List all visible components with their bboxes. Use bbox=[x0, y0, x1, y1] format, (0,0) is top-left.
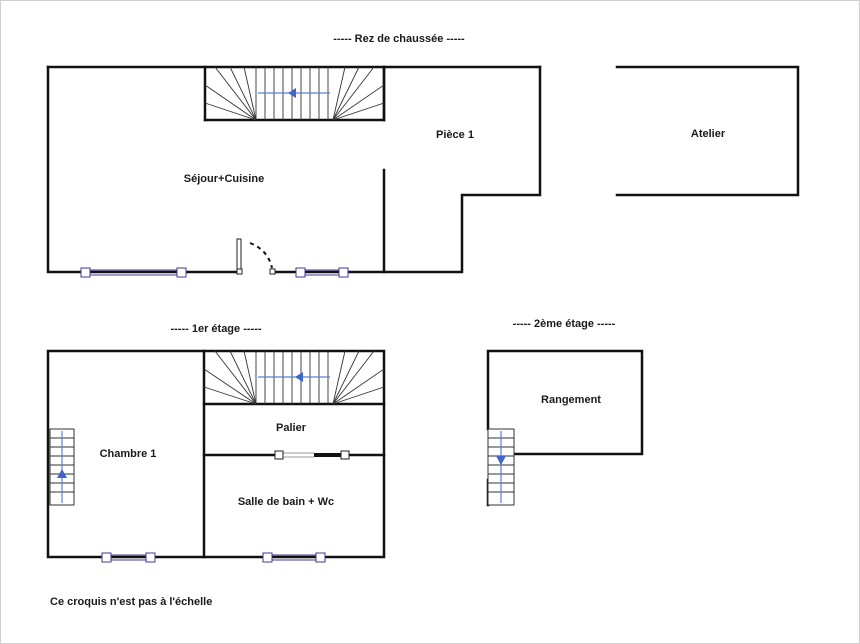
room-label-rangement: Rangement bbox=[541, 394, 601, 406]
ground-staircase bbox=[203, 65, 386, 122]
first-floor-title: ----- 1er étage ----- bbox=[170, 323, 261, 335]
second-staircase bbox=[487, 428, 515, 506]
second-floor-title: ----- 2ème étage ----- bbox=[513, 318, 616, 330]
ground-floor: Séjour+Cuisine Pièce 1 bbox=[46, 65, 542, 278]
room-label-chambre1: Chambre 1 bbox=[100, 448, 157, 460]
stair-arrow-icon bbox=[496, 456, 506, 465]
room-label-atelier: Atelier bbox=[691, 128, 726, 140]
first-staircase bbox=[203, 350, 385, 405]
room-label-piece1: Pièce 1 bbox=[436, 129, 474, 141]
first-floor: Chambre 1 Palier Salle de bain + Wc bbox=[46, 349, 386, 563]
second-floor: Rangement bbox=[486, 349, 644, 507]
chambre-staircase bbox=[49, 428, 75, 506]
room-label-palier: Palier bbox=[276, 422, 307, 434]
ground-floor-title: ----- Rez de chaussée ----- bbox=[333, 33, 465, 45]
first-window-right bbox=[262, 552, 326, 563]
ground-window-right bbox=[295, 267, 349, 278]
entrance-door bbox=[236, 238, 276, 275]
room-label-sdb: Salle de bain + Wc bbox=[238, 496, 334, 508]
ground-window-left bbox=[80, 267, 187, 278]
bathroom-door bbox=[274, 450, 350, 460]
first-window-left bbox=[101, 552, 156, 563]
stair-arrow-icon bbox=[57, 469, 67, 478]
stair-arrow-icon bbox=[288, 88, 296, 98]
scale-note: Ce croquis n'est pas à l'échelle bbox=[50, 596, 212, 608]
atelier-building: Atelier bbox=[615, 65, 800, 197]
room-label-sejour: Séjour+Cuisine bbox=[184, 173, 264, 185]
stair-arrow-icon bbox=[295, 372, 303, 382]
ground-walls bbox=[46, 65, 242, 274]
ground-right-wall bbox=[270, 65, 542, 274]
